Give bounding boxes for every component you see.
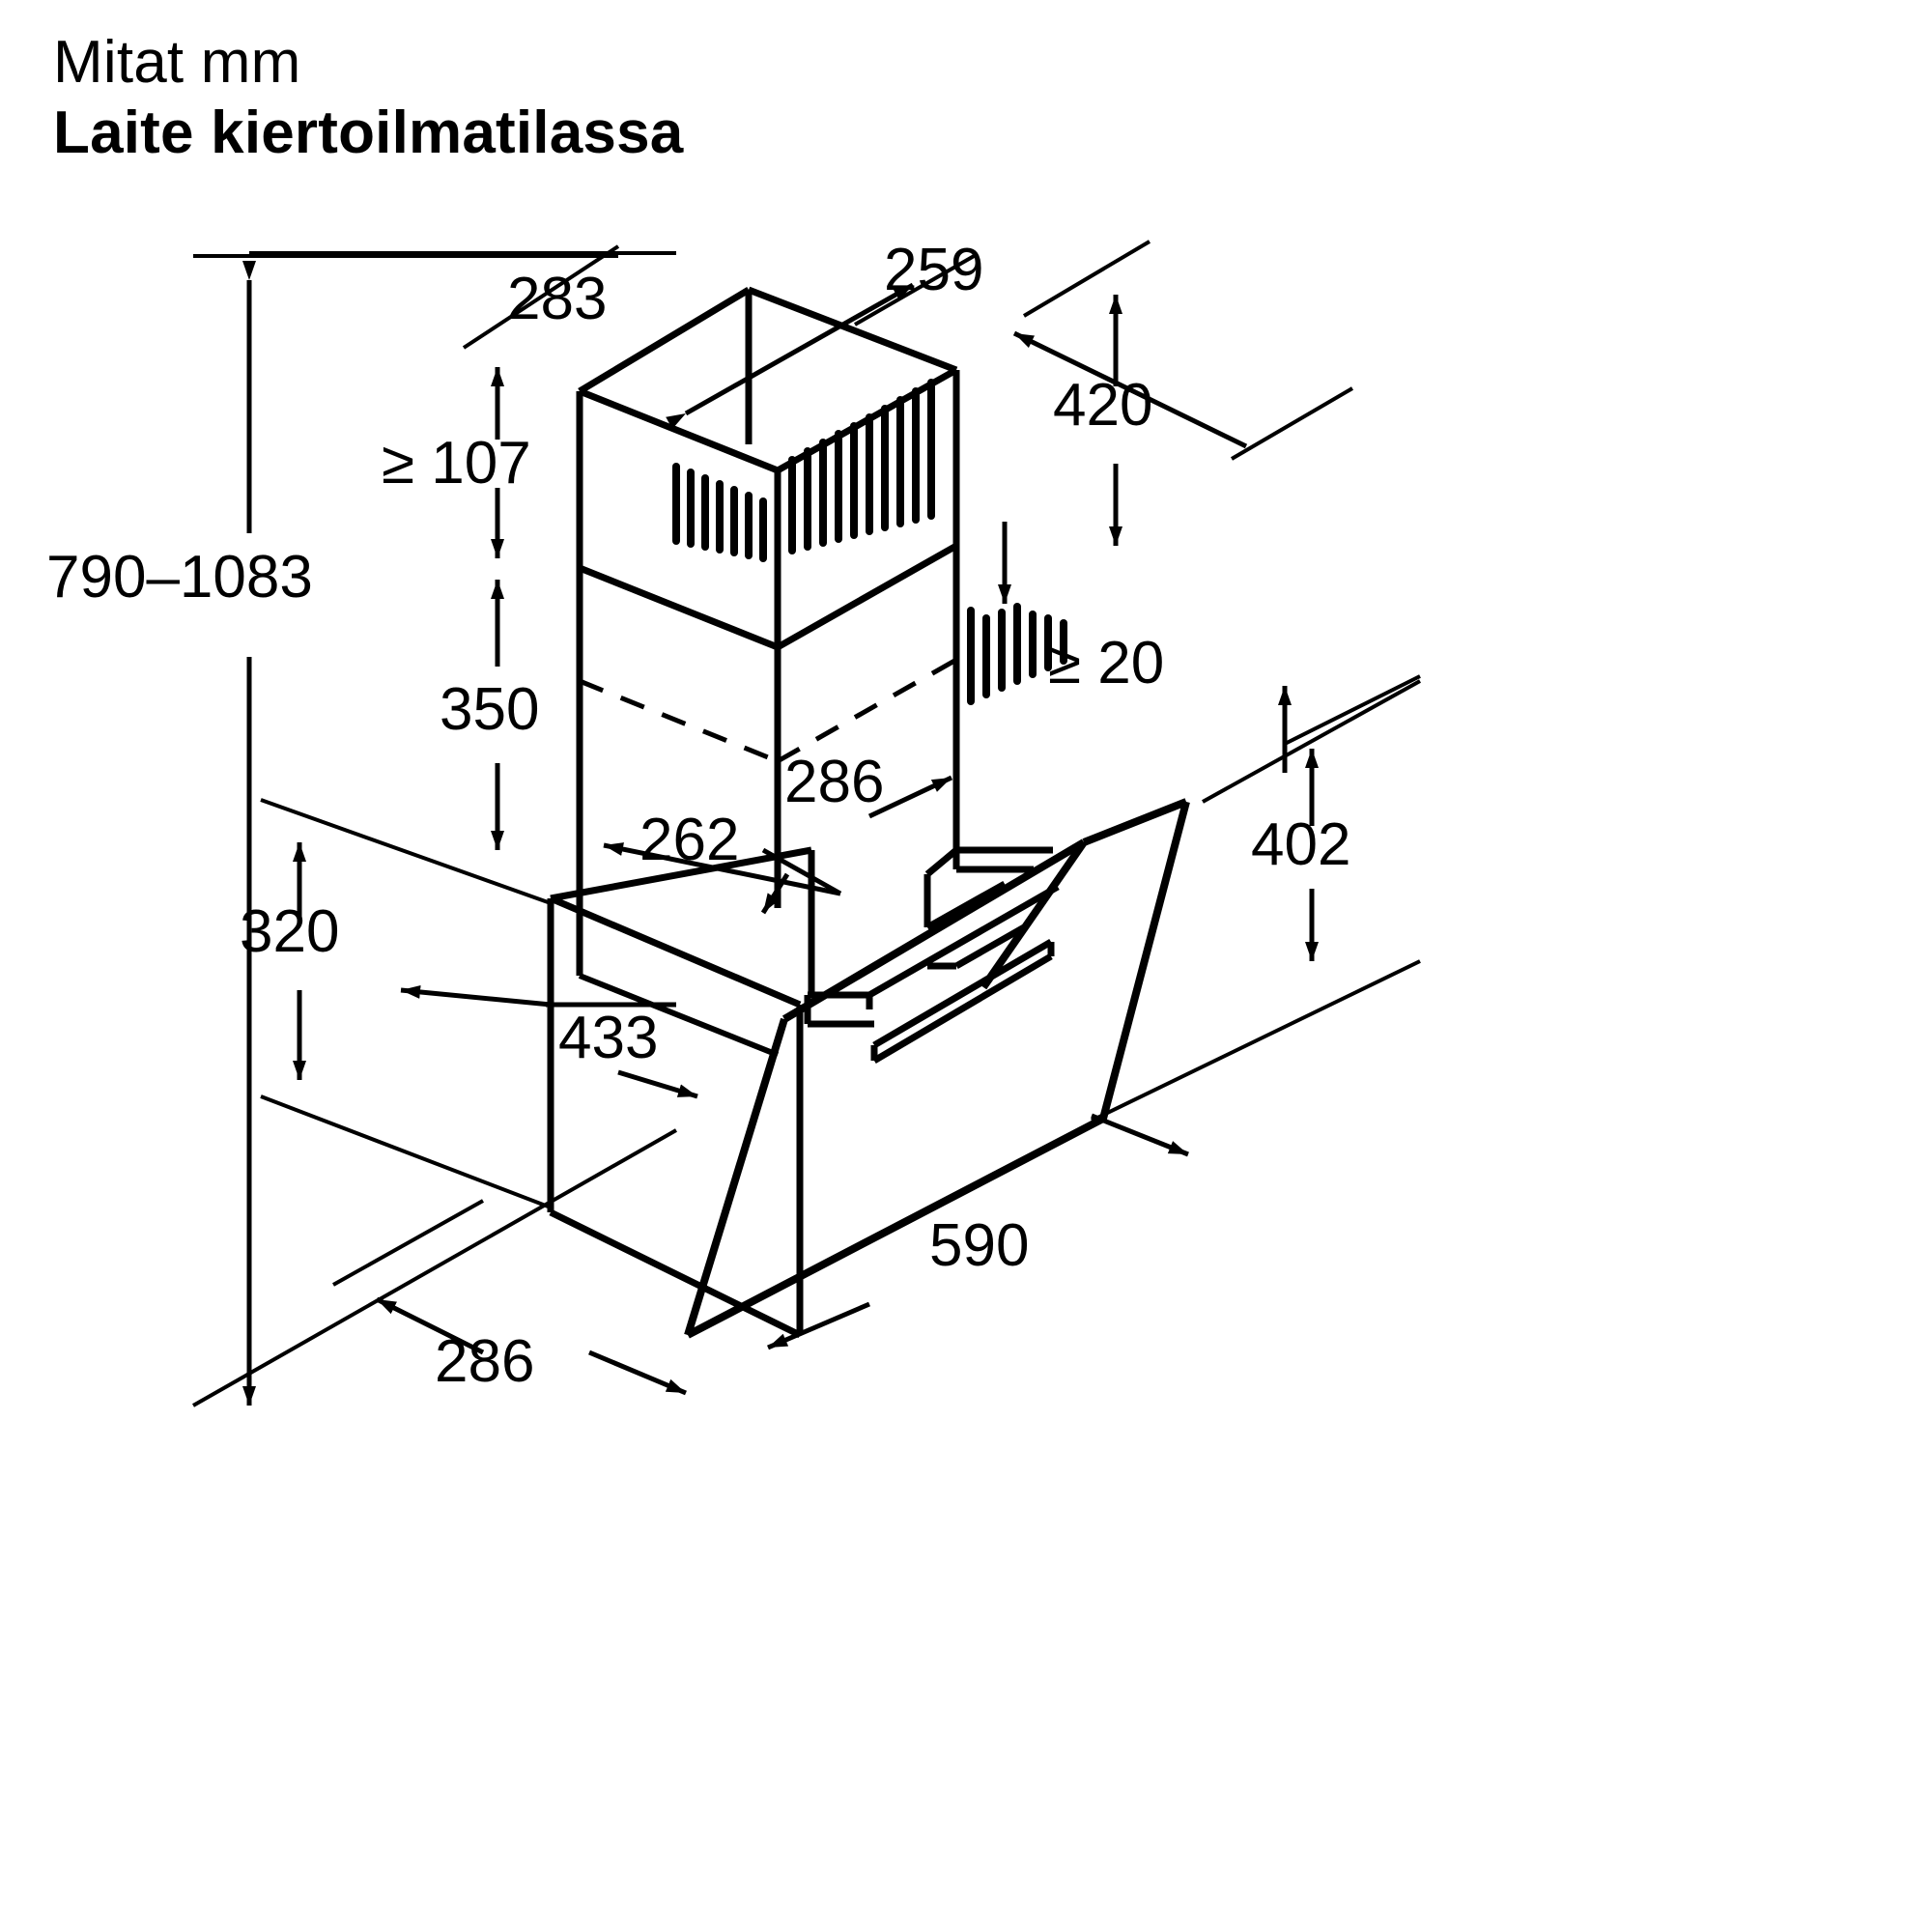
- dim-label-259: 259: [884, 237, 983, 303]
- dimline-402: [1091, 674, 1421, 1122]
- vent-slats-icon: [672, 379, 935, 562]
- dimline-790-1083: [242, 251, 676, 1406]
- witness-790: [192, 254, 677, 1407]
- title-block: Mitat mm Laite kiertoilmatilassa: [53, 27, 683, 168]
- title-units: Mitat mm: [53, 29, 301, 96]
- dimline-286-upper: [760, 775, 953, 915]
- dimline-433: [400, 984, 698, 1099]
- dimline-283: [462, 244, 977, 429]
- dimline-590: [767, 1113, 1189, 1350]
- dim-label-320: 320: [240, 898, 339, 965]
- dim-label-590: 590: [929, 1212, 1029, 1279]
- mounting-bracket: [804, 846, 1053, 1028]
- dim-label-262: 262: [639, 807, 739, 873]
- dim-label-283: 283: [507, 266, 607, 332]
- vent-slats-lower-icon: [967, 603, 1067, 705]
- dimline-259: [1012, 240, 1354, 461]
- dim-label-286-lower: 286: [435, 1328, 534, 1395]
- dim-label-min-107: ≥ 107: [382, 430, 531, 497]
- handle-rail: [866, 883, 1060, 1065]
- dimline-420: [1109, 295, 1122, 546]
- glass-front-panel: [684, 798, 1190, 1339]
- title-heading: Laite kiertoilmatilassa: [53, 99, 684, 167]
- dim-label-286-upper: 286: [784, 749, 884, 815]
- dim-label-433: 433: [558, 1005, 658, 1071]
- dim-label-420: 420: [1053, 372, 1152, 439]
- dim-label-402: 402: [1251, 811, 1350, 878]
- dim-label-790-1083: 790–1083: [46, 544, 313, 611]
- dim-label-min-20: ≥ 20: [1048, 630, 1164, 696]
- dimline-286-lower: [332, 1199, 687, 1396]
- hidden-lines: [579, 657, 958, 764]
- dim-label-350: 350: [440, 676, 539, 743]
- dimline-320: [260, 798, 552, 1209]
- dimline-262: [603, 842, 842, 896]
